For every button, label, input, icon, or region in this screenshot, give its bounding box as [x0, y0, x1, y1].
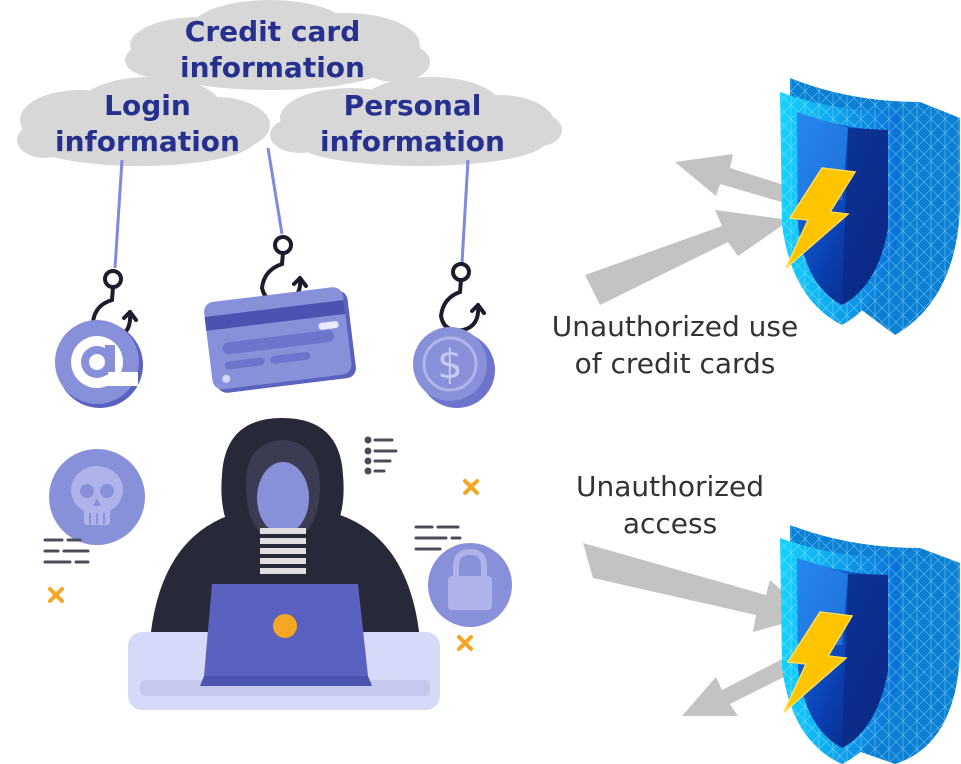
unauthorized-use-line2: of credit cards — [574, 347, 776, 380]
unauthorized-access-line2: access — [622, 507, 718, 540]
cloud-login — [17, 77, 270, 166]
unauthorized-access-caption: Unauthorized access — [540, 468, 800, 542]
credit-card-info-line2: information — [180, 51, 365, 84]
shield-icon — [780, 525, 960, 764]
cloud-personal — [270, 77, 562, 166]
at-sign-icon — [55, 320, 143, 408]
padlock-icon — [428, 543, 512, 627]
unauthorized-use-line1: Unauthorized use — [551, 310, 799, 343]
laptop-icon — [128, 584, 440, 710]
unauthorized-use-caption: Unauthorized use of credit cards — [525, 308, 825, 382]
arrow-incoming — [585, 210, 790, 305]
text-lines-icon — [414, 525, 462, 551]
skull-icon — [49, 449, 145, 545]
x-mark-icon — [463, 479, 479, 495]
personal-info-line2: information — [320, 125, 505, 158]
text-lines-icon — [43, 538, 90, 564]
lightning-bolt-icon — [785, 167, 857, 269]
hook-icon — [438, 262, 486, 333]
unauthorized-access-line1: Unauthorized — [576, 470, 764, 503]
login-info-line1: Login — [104, 89, 191, 122]
arrow-incoming — [583, 543, 810, 632]
credit-card-info-line1: Credit card — [184, 15, 361, 48]
x-mark-icon — [457, 635, 473, 651]
cloud-credit-card — [125, 0, 430, 90]
dollar-coin-icon: $ — [413, 327, 495, 408]
personal-info-line1: Personal — [343, 89, 482, 122]
list-lines-icon — [364, 436, 398, 475]
personal-info-label: Personal information — [305, 88, 520, 160]
arrow-outgoing — [682, 650, 808, 716]
x-mark-icon — [48, 587, 64, 603]
svg-text:$: $ — [437, 342, 462, 388]
arrow-outgoing — [675, 154, 800, 206]
login-info-label: Login information — [45, 88, 250, 160]
login-info-line2: information — [55, 125, 240, 158]
lightning-bolt-icon — [783, 611, 854, 713]
fishing-lines — [113, 147, 470, 269]
credit-card-info-label: Credit card information — [170, 14, 375, 86]
credit-card-icon — [204, 287, 356, 393]
